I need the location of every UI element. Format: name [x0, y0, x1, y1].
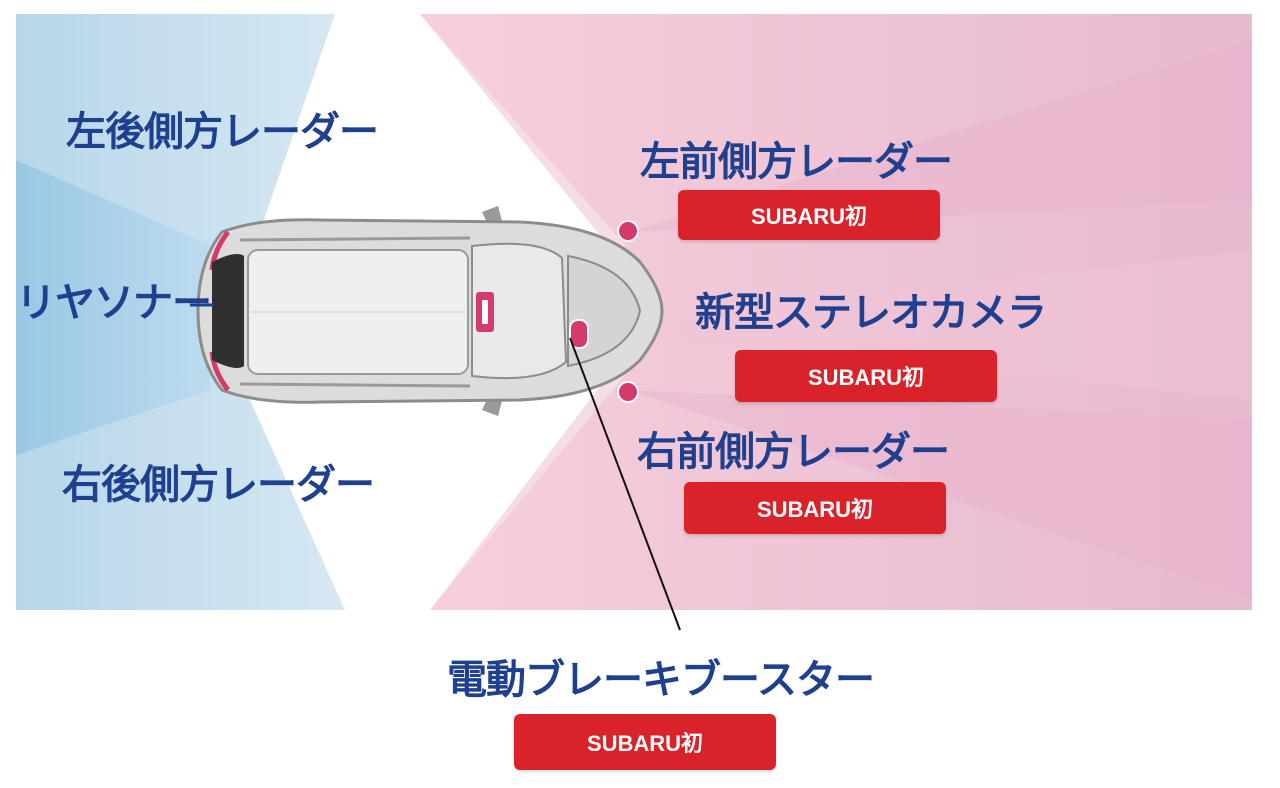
stereo-camera-label: 新型ステレオカメラ: [695, 290, 1047, 336]
brake-booster-first-badge: SUBARU初: [514, 714, 776, 770]
front-left-radar-first-badge: SUBARU初: [678, 190, 940, 240]
stereo-camera-first-badge: SUBARU初: [735, 350, 997, 402]
car-top-view: [196, 206, 664, 416]
rear-right-radar-label: 右後側方レーダー: [62, 462, 375, 508]
front-left-radar-label: 左前側方レーダー: [640, 139, 953, 185]
brake-booster-leader-line: [569, 337, 681, 631]
front-left-radar-zone: [630, 40, 1252, 232]
front-right-radar-label: 右前側方レーダー: [637, 429, 950, 475]
rear-sonar-label: リヤソナー: [16, 280, 212, 326]
stereo-camera-sensor: [569, 319, 589, 349]
rear-left-radar-label: 左後側方レーダー: [66, 109, 379, 155]
front-right-radar-sensor: [617, 381, 639, 403]
front-left-radar-sensor: [617, 220, 639, 242]
front-right-radar-first-badge: SUBARU初: [684, 482, 946, 534]
stereo-camera-zone: [578, 250, 1252, 400]
brake-booster-label: 電動ブレーキブースター: [447, 657, 875, 703]
rear-sonar-zone: [16, 160, 210, 455]
